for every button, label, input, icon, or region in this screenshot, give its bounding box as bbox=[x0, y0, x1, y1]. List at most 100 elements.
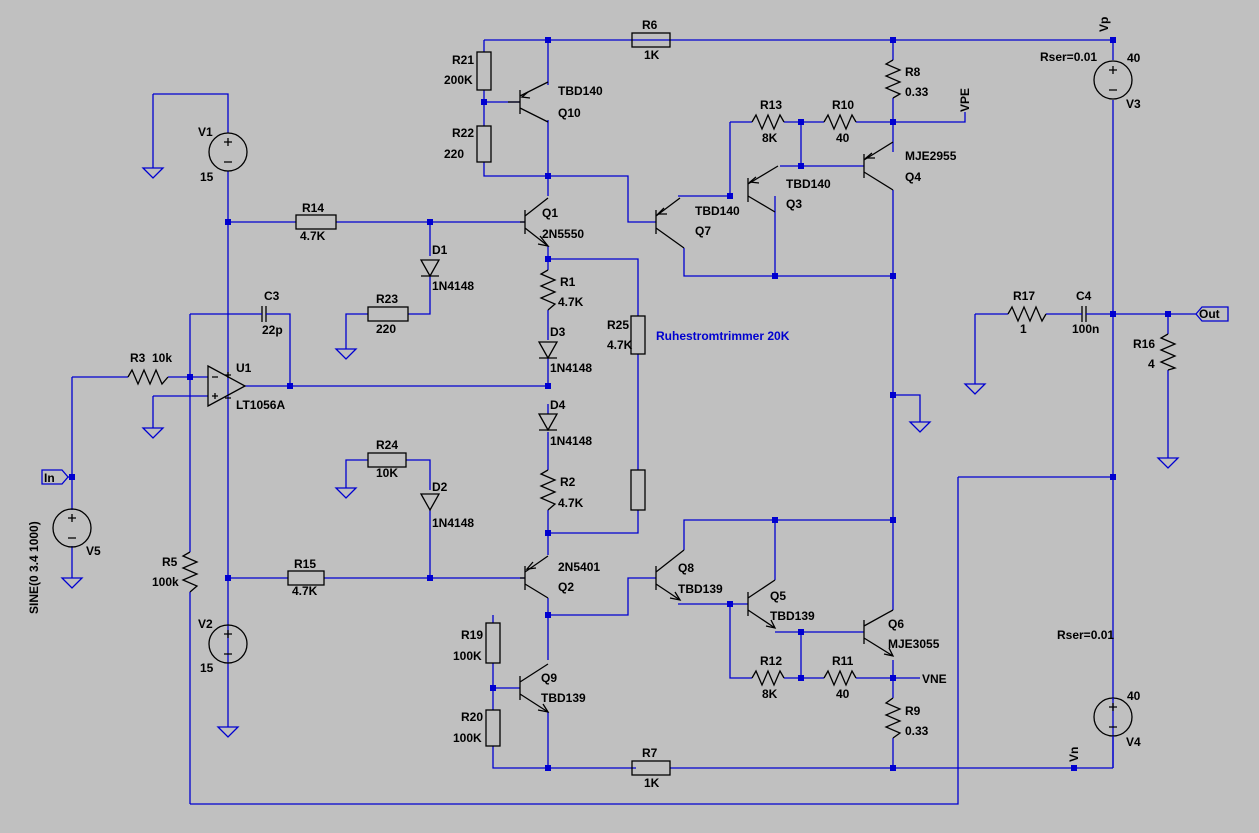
r21-value: 220 bbox=[444, 147, 464, 161]
v3-extra: Rser=0.01 bbox=[1040, 50, 1097, 64]
q3-value: TBD140 bbox=[786, 177, 831, 191]
q10-symbol bbox=[508, 81, 549, 123]
r23-ref: R24 bbox=[376, 438, 398, 452]
q3-ref: Q3 bbox=[786, 197, 802, 211]
r22-body bbox=[367, 306, 409, 322]
r9-value: 0.33 bbox=[905, 724, 929, 738]
d4-ref: D4 bbox=[550, 398, 566, 412]
r12-value: 8K bbox=[762, 131, 778, 145]
d3-value: 1N4148 bbox=[550, 361, 592, 375]
r23-body bbox=[367, 452, 407, 468]
q7-symbol bbox=[655, 197, 685, 249]
ground-icon bbox=[60, 577, 84, 589]
opamp-u1 bbox=[207, 364, 247, 408]
d4-symbol bbox=[537, 413, 559, 432]
r15-ref: R15 bbox=[294, 557, 316, 571]
q3-symbol bbox=[747, 165, 779, 213]
r6-value: 1K bbox=[644, 48, 660, 62]
vp-label: Vp bbox=[1097, 17, 1111, 32]
vpe-label: VPE bbox=[958, 88, 972, 112]
r15-body bbox=[287, 570, 325, 586]
d1-ref: D1 bbox=[432, 243, 448, 257]
r19-value: 100K bbox=[453, 731, 482, 745]
r1-ref: R1 bbox=[560, 275, 576, 289]
v5-value: SINE(0 3.4 1000) bbox=[27, 521, 41, 614]
r17-value: 1 bbox=[1020, 322, 1027, 336]
q6-ref: Q6 bbox=[888, 617, 904, 631]
v1-ref: V1 bbox=[198, 125, 213, 139]
d4-value: 1N4148 bbox=[550, 434, 592, 448]
resistor-boxes bbox=[287, 32, 671, 776]
capacitors bbox=[258, 306, 1090, 322]
r14-body bbox=[295, 214, 337, 230]
c4-body bbox=[1081, 306, 1087, 322]
d2-symbol bbox=[419, 493, 441, 512]
r11-body bbox=[823, 669, 857, 687]
v4-symbol bbox=[1093, 697, 1133, 768]
r18-value: 100K bbox=[453, 649, 482, 663]
junctions bbox=[69, 37, 1171, 771]
r2-ref: R2 bbox=[560, 475, 576, 489]
r1-value: 4.7K bbox=[558, 295, 584, 309]
ground-icon bbox=[1156, 457, 1180, 469]
ground-icon bbox=[141, 427, 165, 439]
r13-body bbox=[751, 669, 785, 687]
q8-ref: Q8 bbox=[678, 561, 694, 575]
c4-value: 100n bbox=[1072, 322, 1099, 336]
q10-value: TBD140 bbox=[558, 84, 603, 98]
r23-value: 10K bbox=[376, 466, 398, 480]
ground-icon bbox=[141, 167, 165, 179]
v5-ref: V5 bbox=[86, 544, 101, 558]
in-port bbox=[41, 469, 69, 485]
transistors bbox=[508, 81, 895, 713]
r10-ref: R10 bbox=[832, 98, 854, 112]
q7-value: TBD140 bbox=[695, 204, 740, 218]
v2-value: 15 bbox=[200, 661, 214, 675]
r12-ref: R13 bbox=[760, 98, 782, 112]
vne-label: VNE bbox=[922, 672, 947, 686]
r16-body bbox=[1159, 333, 1177, 371]
r8-ref: R8 bbox=[905, 65, 921, 79]
r2-value: 4.7K bbox=[558, 496, 584, 510]
q7-ref: Q7 bbox=[695, 224, 711, 238]
r18-body bbox=[485, 622, 501, 664]
d3-symbol bbox=[537, 341, 559, 360]
q8-symbol bbox=[655, 549, 685, 601]
r7-body bbox=[631, 760, 671, 776]
r21-body bbox=[476, 125, 492, 163]
q6-value: MJE3055 bbox=[888, 637, 940, 651]
wires bbox=[71, 39, 1196, 805]
q1-value: 2N5550 bbox=[542, 227, 584, 241]
r3-value: 10k bbox=[152, 351, 172, 365]
r15-value: 4.7K bbox=[292, 584, 318, 598]
q2-value: 2N5401 bbox=[558, 560, 600, 574]
q5-symbol bbox=[747, 579, 777, 629]
r24-ref: R25 bbox=[607, 318, 629, 332]
ground-icon bbox=[908, 421, 932, 433]
r1-body bbox=[539, 269, 557, 311]
v3-value: 40 bbox=[1127, 51, 1141, 65]
v3-symbol bbox=[1093, 60, 1133, 100]
d2-ref: D2 bbox=[432, 480, 448, 494]
v5-symbol bbox=[52, 508, 92, 548]
ports bbox=[41, 306, 1229, 485]
v4-value: 40 bbox=[1127, 689, 1141, 703]
u1-ref: U1 bbox=[236, 361, 252, 375]
d2-value: 1N4148 bbox=[432, 516, 474, 530]
q9-ref: Q9 bbox=[541, 671, 557, 685]
v4-ref: V4 bbox=[1126, 735, 1141, 749]
voltage-sources bbox=[52, 60, 1133, 768]
r24-body bbox=[630, 315, 646, 355]
u1-value: LT1056A bbox=[236, 398, 285, 412]
c3-body bbox=[261, 306, 267, 322]
r22-value: 220 bbox=[376, 322, 396, 336]
r5-body bbox=[181, 551, 199, 593]
q5-ref: Q5 bbox=[770, 589, 786, 603]
q4-symbol bbox=[863, 141, 894, 191]
r17-ref: R17 bbox=[1013, 289, 1035, 303]
d1-symbol bbox=[419, 259, 441, 278]
ground-icon bbox=[216, 726, 240, 738]
out-label: Out bbox=[1199, 307, 1220, 321]
r2-body bbox=[539, 469, 557, 511]
